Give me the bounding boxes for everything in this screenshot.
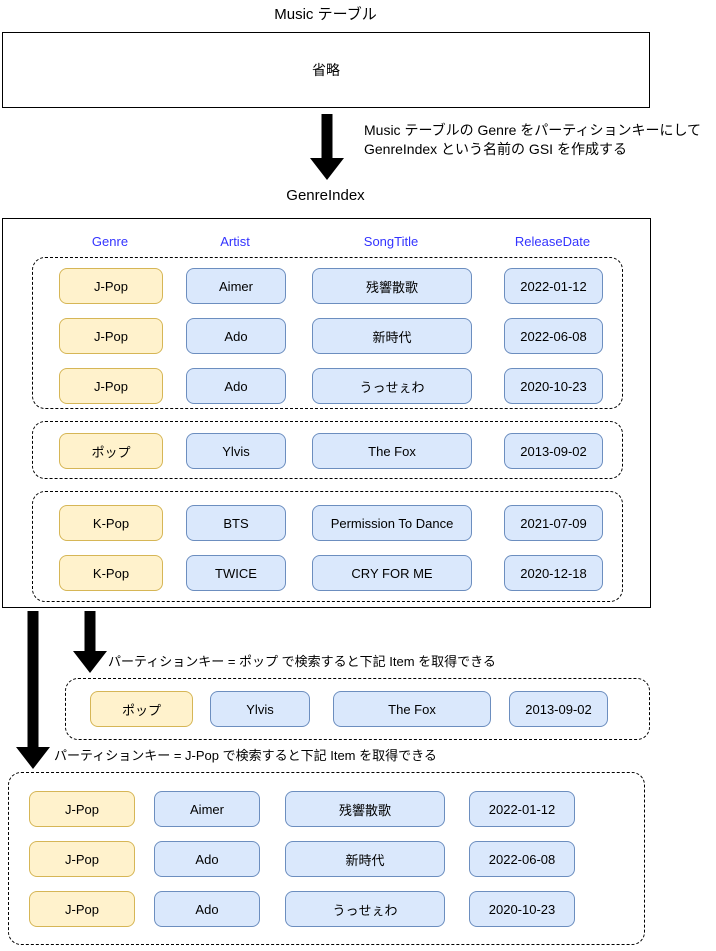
item-cell-songtitle: うっせぇわ — [312, 368, 472, 404]
item-cell-artist: Ylvis — [186, 433, 286, 469]
query-pop-note: パーティションキー = ポップ で検索すると下記 Item を取得できる — [108, 654, 496, 669]
table-row: J-Pop Ado うっせぇわ 2020-10-23 — [9, 891, 644, 927]
item-cell-genre: K-Pop — [59, 555, 163, 591]
item-cell-releasedate: 2020-10-23 — [504, 368, 603, 404]
item-cell-releasedate: 2022-01-12 — [469, 791, 575, 827]
genreindex-table: Genre Artist SongTitle ReleaseDate J-Pop… — [2, 218, 651, 608]
item-cell-songtitle: 新時代 — [312, 318, 472, 354]
item-cell-songtitle: 残響散歌 — [312, 268, 472, 304]
item-cell-genre: J-Pop — [59, 318, 163, 354]
item-cell-songtitle: Permission To Dance — [312, 505, 472, 541]
item-cell-artist: TWICE — [186, 555, 286, 591]
item-cell-genre: ポップ — [90, 691, 193, 727]
item-cell-genre: J-Pop — [59, 268, 163, 304]
item-cell-genre: K-Pop — [59, 505, 163, 541]
item-cell-genre: ポップ — [59, 433, 163, 469]
item-cell-songtitle: The Fox — [333, 691, 491, 727]
gsi-creation-note: Music テーブルの Genre をパーティションキーにして GenreInd… — [364, 121, 701, 159]
item-cell-releasedate: 2022-01-12 — [504, 268, 603, 304]
item-cell-releasedate: 2022-06-08 — [504, 318, 603, 354]
table-row: J-Pop Ado 新時代 2022-06-08 — [33, 318, 622, 354]
item-cell-releasedate: 2013-09-02 — [504, 433, 603, 469]
table-row: ポップ Ylvis The Fox 2013-09-02 — [66, 691, 649, 727]
music-table-omitted-label: 省略 — [312, 62, 340, 78]
down-arrow-long-icon — [16, 611, 50, 769]
item-cell-songtitle: The Fox — [312, 433, 472, 469]
table-row: J-Pop Aimer 残響散歌 2022-01-12 — [9, 791, 644, 827]
item-cell-releasedate: 2020-12-18 — [504, 555, 603, 591]
item-cell-genre: J-Pop — [29, 791, 135, 827]
query-pop-result-box: ポップ Ylvis The Fox 2013-09-02 — [65, 678, 650, 740]
table-row: ポップ Ylvis The Fox 2013-09-02 — [33, 433, 622, 469]
item-cell-genre: J-Pop — [59, 368, 163, 404]
down-arrow-icon — [310, 114, 344, 180]
column-header-releasedate: ReleaseDate — [514, 234, 591, 249]
item-cell-artist: Aimer — [154, 791, 260, 827]
column-header-artist: Artist — [220, 234, 250, 249]
item-cell-artist: Ado — [154, 841, 260, 877]
item-cell-artist: Ylvis — [210, 691, 310, 727]
gsi-creation-note-line1: Music テーブルの Genre をパーティションキーにして — [364, 122, 702, 138]
query-jpop-note: パーティションキー = J-Pop で検索すると下記 Item を取得できる — [54, 748, 437, 763]
table-row: K-Pop TWICE CRY FOR ME 2020-12-18 — [33, 555, 622, 591]
table-row: J-Pop Ado 新時代 2022-06-08 — [9, 841, 644, 877]
partition-group-pop: ポップ Ylvis The Fox 2013-09-02 — [32, 421, 623, 479]
query-jpop-result-box: J-Pop Aimer 残響散歌 2022-01-12 J-Pop Ado 新時… — [8, 772, 645, 945]
table-row: J-Pop Aimer 残響散歌 2022-01-12 — [33, 268, 622, 304]
item-cell-releasedate: 2013-09-02 — [509, 691, 608, 727]
genreindex-title: GenreIndex — [286, 187, 365, 204]
music-table-box: 省略 — [2, 32, 650, 108]
table-row: J-Pop Ado うっせぇわ 2020-10-23 — [33, 368, 622, 404]
item-cell-artist: Ado — [186, 318, 286, 354]
music-table-title: Music テーブル — [274, 6, 377, 23]
partition-group-jpop: J-Pop Aimer 残響散歌 2022-01-12 J-Pop Ado 新時… — [32, 257, 623, 409]
down-arrow-icon — [73, 611, 107, 673]
partition-group-kpop: K-Pop BTS Permission To Dance 2021-07-09… — [32, 491, 623, 602]
item-cell-releasedate: 2021-07-09 — [504, 505, 603, 541]
item-cell-artist: Ado — [186, 368, 286, 404]
column-header-genre: Genre — [91, 234, 129, 249]
item-cell-songtitle: 新時代 — [285, 841, 445, 877]
item-cell-genre: J-Pop — [29, 841, 135, 877]
item-cell-artist: BTS — [186, 505, 286, 541]
item-cell-artist: Ado — [154, 891, 260, 927]
item-cell-releasedate: 2020-10-23 — [469, 891, 575, 927]
item-cell-genre: J-Pop — [29, 891, 135, 927]
item-cell-songtitle: 残響散歌 — [285, 791, 445, 827]
item-cell-songtitle: CRY FOR ME — [312, 555, 472, 591]
item-cell-artist: Aimer — [186, 268, 286, 304]
item-cell-releasedate: 2022-06-08 — [469, 841, 575, 877]
column-header-songtitle: SongTitle — [363, 234, 419, 249]
item-cell-songtitle: うっせぇわ — [285, 891, 445, 927]
gsi-creation-note-line2: GenreIndex という名前の GSI を作成する — [364, 141, 627, 157]
table-row: K-Pop BTS Permission To Dance 2021-07-09 — [33, 505, 622, 541]
